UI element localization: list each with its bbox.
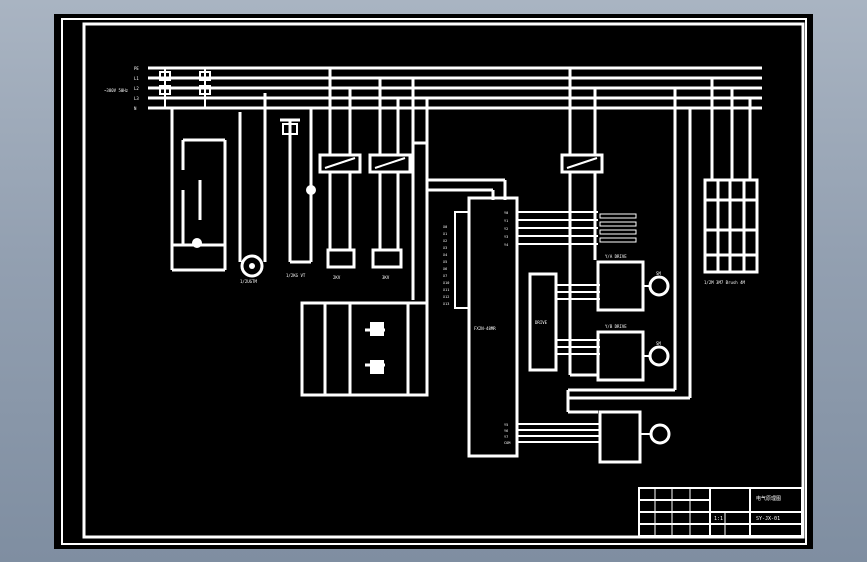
plc-input-labels: X0 X1 X2 X3 X4 X5 X6 X7 X10 X11 X12 X13 [443,225,449,306]
drawing-sheet [54,14,813,549]
bus-label: L3 [134,96,139,101]
output-small-labels [599,213,637,243]
plc-input-label: X5 [443,260,447,264]
bus-label: N [134,106,137,111]
driver-b-label: Y/B DRIVE [605,324,627,329]
driver-a-label: Y/A DRIVE [605,254,627,259]
drawing-scale: 1:1 [714,516,723,522]
driver-wiring [556,284,600,355]
contactor-1-label: 2KV [333,275,341,280]
plc-output-label: Y7 [504,435,508,439]
plc-output-label: Y6 [504,429,508,433]
relay-block-icon [370,360,384,374]
plc-output-labels: Y0 Y1 Y2 Y3 Y4 Y5 Y6 Y7 COM [504,211,510,445]
plc-label: FX2N-48MR [474,326,496,331]
fuse-icon [282,123,298,135]
spindle-label: SM [656,341,661,346]
motor-bank [703,78,759,274]
main-switch [159,68,211,108]
plc-input-label: X10 [443,281,449,285]
plc-input-label: X3 [443,246,447,250]
motor-bank-label: 1/2M 3M7 Brush 4M [704,280,746,285]
motor-m1-core [249,263,255,269]
plc-output-label: COM [504,441,510,445]
plc-input-label: X1 [443,232,447,236]
plc-input-label: X0 [443,225,447,229]
motor-m1-label: 1/2UGTM [240,279,257,284]
plc-output-label: Y0 [504,211,508,215]
plc-output-label: Y4 [504,243,508,247]
plc-input-label: X11 [443,288,449,292]
title-block [638,487,803,537]
contactor-1 [318,68,362,269]
plc-output-label: Y5 [504,423,508,427]
bus-label: PE [134,66,139,71]
motor-m1-icon [240,254,264,278]
plc-unit [467,196,519,458]
spindle-label: SM [656,271,661,276]
bus-label-group: PE L1 L2 L3 N [134,66,139,111]
plc-output-label: Y1 [504,219,508,223]
indicator-lamp-icon [306,185,316,195]
plc-input-terminal [454,211,470,309]
inner-border [82,22,805,539]
motor-m1-branch [238,93,267,262]
plc-output-label: Y2 [504,227,508,231]
plc-input-label: X7 [443,274,447,278]
relay-coil-icon [192,238,202,248]
voltage-label: ~380V 50Hz [104,88,129,93]
relay-block-icon [370,322,384,336]
supply-bus [148,66,762,110]
terminal-block [300,301,429,397]
motor-m2-label: 1/2KG VT [286,273,306,278]
driver-label: DRIVE [535,320,548,325]
plc-output-label: Y3 [504,235,508,239]
outer-border [61,18,807,545]
contactor-2-label: 3KV [382,275,390,280]
drawing-number: SY-JX-01 [756,516,780,522]
plc-input-label: X12 [443,295,449,299]
stepper-driver-c [598,410,642,464]
plc-input-label: X2 [443,239,447,243]
right-supply [560,68,692,414]
contactor-2 [368,78,412,269]
drawing-title: 电气原理图 [756,495,781,502]
driver-module [528,272,558,372]
plc-output-wiring [517,211,600,443]
plc-input-label: X4 [443,253,447,257]
plc-input-label: X6 [443,267,447,271]
plc-input-label: X13 [443,302,449,306]
bus-label: L2 [134,86,139,91]
bus-label: L1 [134,76,139,81]
